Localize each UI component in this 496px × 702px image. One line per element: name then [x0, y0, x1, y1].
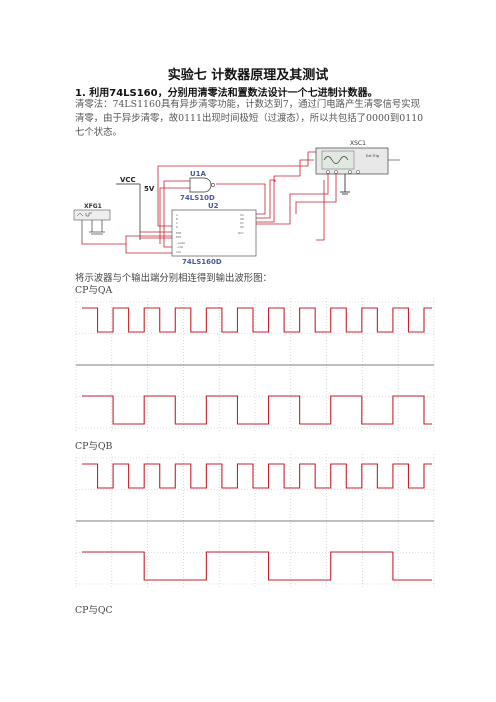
cp-trace: [82, 463, 432, 489]
waveform-caption-qa: CP与QA: [75, 285, 113, 296]
waveform-cp-qa: [75, 298, 435, 432]
function-generator-xfg1: XFG1: [73, 203, 111, 240]
svg-text:B: B: [176, 217, 178, 221]
svg-text:A: A: [176, 213, 178, 217]
intro-paragraph: 清零法：74LS1160具有异步清零功能，计数达到7，通过门电路产生清零信号实现…: [75, 99, 424, 138]
svg-text:QC: QC: [240, 221, 244, 225]
waveform-cp-qb: [75, 454, 435, 588]
scope-grid: [75, 298, 435, 432]
svg-text:QD: QD: [240, 225, 244, 229]
svg-text:~CLR: ~CLR: [176, 245, 183, 249]
cp-trace: [82, 307, 432, 333]
xsc-label: XSC1: [350, 140, 366, 147]
xfg-label: XFG1: [84, 203, 102, 210]
section-heading: 1. 利用74LS160，分别用清零法和置数法设计一个七进制计数器。: [75, 88, 378, 99]
waveform-caption-qc: CP与QC: [75, 605, 113, 616]
scope-ground: [340, 174, 350, 195]
svg-text:RCO: RCO: [238, 231, 244, 235]
page-title: 实验七 计数器原理及其测试: [167, 68, 329, 83]
svg-text:C: C: [176, 221, 178, 225]
svg-text:~LOAD: ~LOAD: [176, 241, 185, 245]
svg-text:ENT: ENT: [176, 235, 182, 239]
gate-ref: U1A: [190, 170, 207, 178]
oscilloscope-xsc1: XSC1 Ext Trig: [315, 140, 400, 175]
scope-note: 将示波器与个输出端分别相连得到输出波形图：: [75, 273, 272, 284]
svg-text:ENP: ENP: [176, 231, 182, 235]
counter-ref: U2: [208, 202, 219, 210]
nand-gate-u1a: U1A 74LS10D: [180, 170, 215, 202]
output-trace: [82, 551, 432, 581]
output-trace: [82, 395, 432, 425]
svg-text:QB: QB: [240, 217, 244, 221]
svg-text:D: D: [176, 225, 178, 229]
svg-text:QA: QA: [240, 213, 244, 217]
svg-text:CLK: CLK: [176, 250, 181, 254]
scope-grid: [75, 454, 435, 588]
vcc-label: VCC: [120, 176, 136, 184]
voltage-label: 5V: [144, 185, 155, 193]
counter-part: 74LS160D: [182, 258, 222, 266]
gate-part: 74LS10D: [180, 194, 215, 202]
vcc-source: VCC 5V: [116, 176, 155, 240]
waveform-caption-qb: CP与QB: [75, 441, 113, 452]
xsc-ext-trig: Ext Trig: [366, 154, 379, 158]
